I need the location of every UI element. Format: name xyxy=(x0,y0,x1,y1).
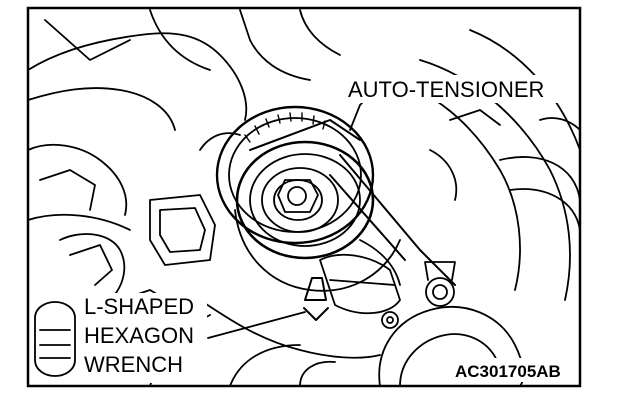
figure-code: AC301705AB xyxy=(455,362,561,381)
wrench-label-line-3: WRENCH xyxy=(84,352,183,377)
wrench-label-line-2: HEXAGON xyxy=(84,323,194,348)
auto-tensioner-label: AUTO-TENSIONER xyxy=(348,77,544,102)
wrench-leader xyxy=(207,311,306,339)
wrench-label-line-1: L-SHAPED xyxy=(84,294,194,319)
